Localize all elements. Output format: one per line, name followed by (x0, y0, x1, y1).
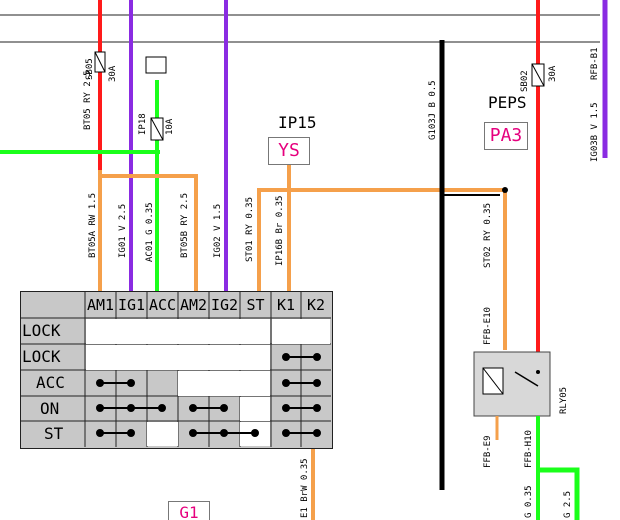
label-ig03b: IG03B V 1.5 (590, 102, 600, 162)
col-st: ST (246, 296, 265, 314)
label-st01: ST01 RY 0.35 (245, 196, 255, 262)
fuse-holder-icon (145, 56, 167, 74)
label-ffb-e10: FFB-E10 (483, 307, 493, 345)
label-30a-right: 30A (548, 65, 558, 82)
label-ac01: AC01 G 0.35 (145, 202, 155, 262)
label-ffb-e9: FFB-E9 (483, 435, 493, 468)
connector-bottom-code: G1 (168, 501, 210, 520)
col-acc: ACC (148, 296, 177, 314)
label-st02: ST02 RY 0.35 (483, 202, 493, 268)
col-k1: K1 (276, 296, 296, 314)
label-sb02: SB02 (520, 70, 530, 92)
label-ffb-h10: FFB-H10 (524, 430, 534, 468)
row-acc: ACC (36, 373, 65, 392)
col-ig2: IG2 (210, 296, 239, 314)
label-ip16b: IP16B Br 0.35 (275, 195, 285, 266)
label-rfb: RFB-B1 (590, 47, 600, 80)
label-ip18: IP18 (138, 113, 148, 135)
label-bt05a: BT05A RW 1.5 (88, 192, 98, 258)
label-30a-left: 30A (108, 65, 118, 82)
col-k2: K2 (306, 296, 326, 314)
label-brw: E1 BrW 0.35 (300, 458, 310, 518)
label-relay: RLY05 (559, 386, 569, 414)
connector-ip15-name: IP15 (278, 113, 317, 132)
col-ig1: IG1 (117, 296, 146, 314)
row-lock-2: LOCK (22, 347, 61, 366)
label-g103j: G103J B 0.5 (428, 80, 438, 140)
label-sb05: SB05 (85, 58, 95, 80)
label-ig02: IG02 V 1.5 (213, 203, 223, 258)
row-on: ON (40, 399, 60, 418)
label-10a: 10A (165, 118, 175, 135)
connector-peps-name: PEPS (488, 93, 527, 112)
wire-st01-orange (257, 188, 507, 350)
col-am2: AM2 (179, 296, 208, 314)
connector-ip15-code: YS (268, 137, 310, 165)
label-ig01: IG01 V 2.5 (118, 203, 128, 258)
label-bt05b: BT05B RY 2.5 (180, 192, 190, 258)
col-am1: AM1 (86, 296, 115, 314)
label-g25: G 2.5 (563, 490, 573, 518)
row-st: ST (44, 424, 64, 443)
label-g035: G 0.35 (524, 485, 534, 518)
connector-peps-code: PA3 (484, 122, 528, 150)
row-lock-1: LOCK (22, 321, 61, 340)
